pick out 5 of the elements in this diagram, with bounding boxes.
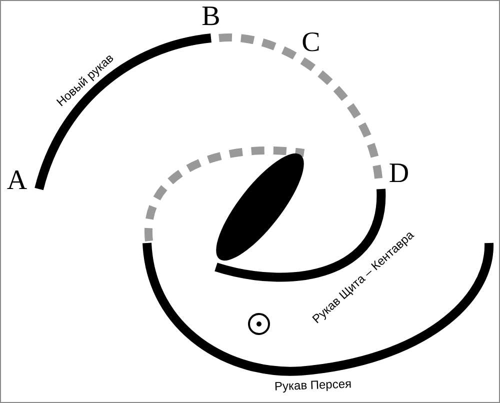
point-label: A bbox=[6, 167, 28, 195]
point-label: C bbox=[302, 29, 320, 57]
arm-label: Рукав Персея bbox=[274, 378, 352, 392]
point-label: D bbox=[388, 160, 410, 188]
point-label: B bbox=[202, 3, 220, 31]
